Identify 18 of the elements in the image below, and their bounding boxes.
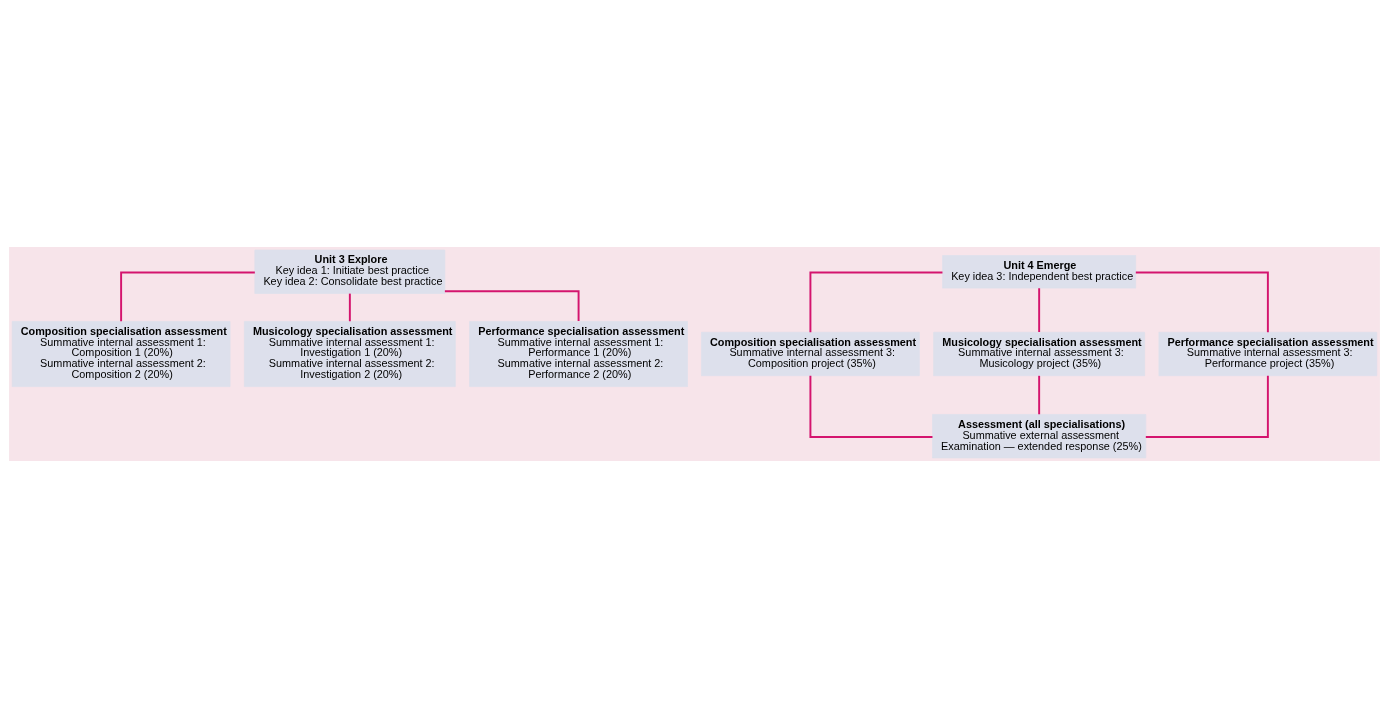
node-box: Unit 3 Explore Key idea 1: Initiate best practice Key idea 2: Consolidate best practice [254,249,446,294]
connector [809,271,944,333]
connector [809,374,934,438]
connector [1038,374,1041,415]
connector [1134,271,1269,333]
node-box: Composition specialisation assessment Summative internal assessment 1: Composition 1 (20%) Summative internal assessment 2: Composition 2 (20%) [11,320,231,387]
node-box: Musicology specialisation assessment Summative internal assessment 3: Musicology project (35%) [933,331,1145,376]
node-box: Unit 4 Emerge Key idea 3: Independent best practice [942,254,1137,288]
connector [1144,374,1269,438]
node-box: Performance specialisation assessment Summative internal assessment 3: Performance project (35%) [1158,331,1378,376]
node-box: Assessment (all specialisations) Summative external assessment Examination — extended response (25%) [932,413,1147,458]
connector [120,271,256,322]
connector [348,292,351,322]
connector [443,289,580,322]
connector [1038,286,1041,333]
node-box: Composition specialisation assessment Summative internal assessment 3: Composition project (35%) [701,331,920,376]
node-box: Musicology specialisation assessment Summative internal assessment 1: Investigation 1 (20%) Summative internal assessment 2: Investigation 2 (20%) [244,320,456,387]
node-box: Performance specialisation assessment Summative internal assessment 1: Performance 1 (20%) Summative internal assessment 2: Performance 2 (20%) [469,320,688,387]
